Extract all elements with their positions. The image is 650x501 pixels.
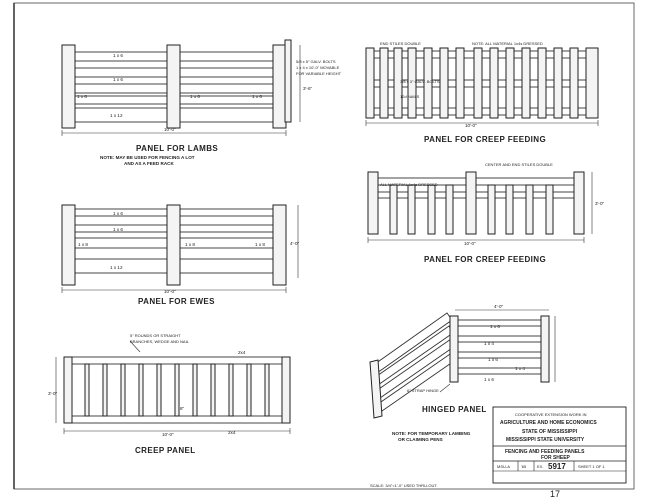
creep-top-label-right: NOTE: ALL MATERIAL 1x4s DRESSED (472, 41, 543, 46)
creep-top-rail: 2x4 (238, 350, 246, 355)
creep-panel (55, 340, 291, 434)
lambs-note-2: AND AS A FEED RACK (124, 161, 174, 166)
hinged-title: HINGED PANEL (422, 405, 487, 414)
title-block (492, 406, 627, 484)
creep-label-rounds-1: 5" ROUNDS OR STRAIGHT (130, 333, 181, 338)
panel-creep-feeding-top (365, 47, 599, 126)
lambs-board-label-2: 1 x 6 (113, 77, 123, 82)
tb-line-3: STATE OF MISSISSIPPI (522, 429, 578, 435)
hinged-label-5: 1 x 6 (484, 377, 494, 382)
creep-mid-label-left: ALL MATERIAL 1x4s DRESSED (380, 182, 438, 187)
creep-top-width: 10'-0" (465, 123, 477, 128)
creep-top-nails: 12d NAILS (400, 94, 420, 99)
tb-drawing-title-2: FOR SHEEP (541, 455, 571, 461)
hinged-strap: 6" STRAP HINGE (407, 388, 439, 393)
ewes-board-label-5: 1 x 8 (255, 242, 265, 247)
ewes-width: 10'-0" (164, 289, 176, 294)
lambs-width: 10'-0" (164, 127, 176, 132)
scale-note: SCALE: 3/4"=1'-0" USED THRU-OUT. (370, 483, 437, 488)
panel-lambs (61, 39, 301, 136)
hinged-panel (369, 309, 556, 419)
creep-width: 10'-0" (162, 432, 174, 437)
page-number: 17 (550, 489, 560, 499)
tb-line-4: MISSISSIPPI STATE UNIVERSITY (506, 437, 585, 443)
lambs-post-center (166, 44, 181, 129)
hinged-width: 4'-0" (494, 304, 504, 309)
ewes-board-label-4: 1 x 8 (185, 242, 195, 247)
tb-cell-ex: EX. (537, 464, 543, 469)
creep-height: 3'-0" (48, 391, 58, 396)
panel-ewes (61, 204, 299, 293)
lambs-bolt-note-3: FOR VARIABLE HEIGHT (296, 71, 342, 76)
creep-mid-label-right: CENTER AND END STILES DOUBLE (485, 162, 553, 167)
tb-cell-date: '65 (521, 464, 527, 469)
hinged-label-4: 1 x 4 (515, 366, 525, 371)
lambs-board-label-1: 1 x 6 (113, 53, 123, 58)
creep-mid-width: 10'-0" (464, 241, 476, 246)
hinged-note-2: OR CLAIMING PENS (398, 437, 443, 442)
creep-bottom-rail: 2x4 (228, 430, 236, 435)
creep-title: CREEP PANEL (135, 446, 196, 455)
creep-mid-height: 3'-0" (595, 201, 605, 206)
lambs-board-label-6: 1 x 12 (110, 113, 123, 118)
lambs-bolt-note-2: 1 x 4 x 10'-0" MOVABLE (296, 65, 340, 70)
creep-spacing: 8" (180, 406, 185, 411)
lambs-bolt-note-1: 5/8 x 5" GALV. BOLTS (296, 59, 336, 64)
ewes-board-label-3: 1 x 8 (78, 242, 88, 247)
tb-plan-number: 5917 (548, 462, 566, 471)
lambs-post-left (61, 44, 76, 129)
lambs-note-1: NOTE: MAY BE USED FOR FENCING A LOT (100, 155, 195, 160)
lambs-movable-upright (284, 39, 292, 123)
ewes-height: 4'-0" (290, 241, 300, 246)
hinged-note-1: NOTE: FOR TEMPORARY LAMBING (392, 431, 471, 436)
tb-line-1: COOPERATIVE EXTENSION WORK IN (515, 412, 587, 417)
tb-line-2: AGRICULTURE AND HOME ECONOMICS (500, 420, 597, 426)
lambs-board-label-4: 1 x 6 (190, 94, 200, 99)
hinged-label-1: 1 x 6 (490, 324, 500, 329)
ewes-board-label-1: 1 x 6 (113, 211, 123, 216)
ewes-board-label-2: 1 x 6 (113, 227, 123, 232)
ewes-title: PANEL FOR EWES (138, 297, 215, 306)
ewes-board-label-6: 1 x 12 (110, 265, 123, 270)
creep-label-rounds-2: BRANCHES, WEDGE AND NAIL (130, 339, 190, 344)
tb-sheet: SHEET 1 OF 1 (578, 464, 605, 469)
tb-cell-msu: MSU-A (497, 464, 510, 469)
hinged-label-2: 1 x 4 (484, 341, 494, 346)
panel-creep-feeding-mid (367, 171, 593, 243)
creep-top-label-left: END STILES DOUBLE (380, 41, 421, 46)
hinged-label-3: 1 x 6 (488, 357, 498, 362)
lambs-post-right (272, 44, 287, 129)
tb-drawing-title-1: FENCING AND FEEDING PANELS (505, 449, 585, 455)
lambs-board-label-5: 1 x 6 (252, 94, 262, 99)
creep-top-title: PANEL FOR CREEP FEEDING (424, 135, 546, 144)
lambs-title: PANEL FOR LAMBS (136, 144, 218, 153)
lambs-board-label-3: 1 x 6 (77, 94, 87, 99)
lambs-height: 3'-6" (303, 86, 313, 91)
creep-mid-title: PANEL FOR CREEP FEEDING (424, 255, 546, 264)
creep-top-bolt: 3/8 x 3" GALV. BOLTS (400, 79, 440, 84)
